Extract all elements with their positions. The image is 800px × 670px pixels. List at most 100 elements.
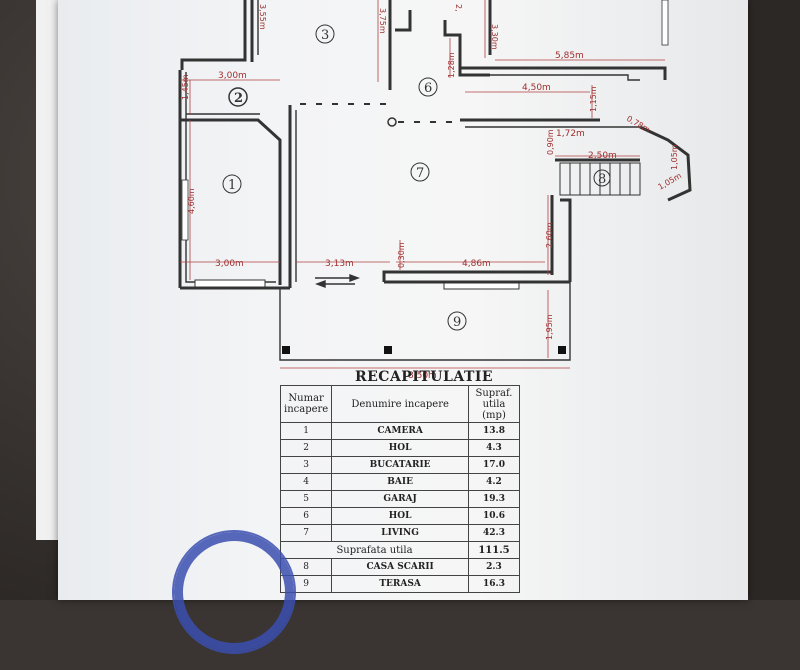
dim-1-15: 1,15m [589,86,598,112]
row-name: CAMERA [331,422,469,440]
room-numbers: 1 2 3 6 7 8 9 [222,24,611,331]
dim-2-50: 2,50m [588,151,617,161]
dim-1-05-a: 1,05m [670,144,679,170]
total-area: 111.5 [468,541,520,559]
table-row: 5 GARAJ 19.3 [279,490,520,508]
row-area: 10.6 [468,507,520,525]
row-num: 2 [279,439,333,457]
dim-1-05-b: 1,05m [657,171,684,192]
wall-terrace [279,282,571,361]
window-room1 [194,279,266,288]
room-9-circle [447,311,467,331]
row-area: 42.3 [468,524,520,542]
dimension-labels: 3,00m 1,45m 4,60m 3,00m 3,13m 0,30m 4,86… [181,4,683,381]
row-name: GARAJ [331,490,469,508]
row-area: 19.3 [468,490,520,508]
window-room1-side [181,179,189,241]
dim-4-50: 4,50m [522,83,551,93]
dim-4-86: 4,86m [462,259,491,269]
row-num: 7 [279,524,333,542]
table-row: 6 HOL 10.6 [279,507,520,525]
room-3-circle [315,24,335,44]
row-name: TERASA [331,575,469,593]
dim-3-55: 3,55m [258,4,267,30]
row-name: HOL [331,507,469,525]
dim-8-50: 8,50m [408,371,437,381]
dim-2-x: 2, [454,4,463,12]
room-3-number: 3 [321,28,329,43]
dim-3-75: 3,75m [378,8,387,34]
row-num: 4 [279,473,333,491]
table-row: 1 CAMERA 13.8 [279,422,520,440]
wall-stairs-right [560,198,572,282]
room-1-number: 1 [228,178,236,193]
room-8-number: 8 [598,172,606,187]
header-name: Denumire incapere [331,385,469,423]
row-name: BUCATARIE [331,456,469,474]
header-area: Supraf. utila (mp) [468,385,520,423]
room-2-number: 2 [234,91,243,106]
column-circle [387,117,397,127]
dim-1-28: 1,28m [447,52,456,78]
table-row: 8 CASA SCARII 2.3 [279,558,520,576]
table-row: 2 HOL 4.3 [279,439,520,457]
dim-1-45: 1,45m [181,74,190,100]
dim-3-00-bottom: 3,00m [215,259,244,269]
entry-arrows [315,273,360,289]
row-area: 13.8 [468,422,520,440]
row-num: 9 [279,575,333,593]
wall-room1-top [180,118,282,285]
row-name: BAIE [331,473,469,491]
table-row: 3 BUCATARIE 17.0 [279,456,520,474]
dimension-lines [180,0,665,369]
room-1-circle [222,174,242,194]
table-row: 4 BAIE 4.2 [279,473,520,491]
post-left [282,346,290,354]
dim-5-85: 5,85m [555,51,584,61]
row-area: 4.2 [468,473,520,491]
room-7-circle [410,162,430,182]
room-6-circle [418,77,438,97]
recap-table: Numar incapere Denumire incapere Supraf.… [279,385,520,593]
total-row: Suprafata utila 111.5 [280,541,520,559]
row-num: 6 [279,507,333,525]
row-num: 1 [279,422,333,440]
dim-0-30: 0,30m [397,242,406,268]
post-center [384,346,392,354]
room-9-number: 9 [453,315,461,330]
dim-1-72: 1,72m [556,129,585,139]
dim-1-95: 1,95m [545,314,554,340]
dim-3-13: 3,13m [325,259,354,269]
wall-top-left [180,0,247,70]
paper-edge [36,0,60,540]
header-num: Numar incapere [279,385,333,423]
row-area: 17.0 [468,456,520,474]
dim-3-00-top: 3,00m [218,71,247,81]
table-row: 7 LIVING 42.3 [279,524,520,542]
floor-plan-drawing: 3,00m 1,45m 4,60m 3,00m 3,13m 0,30m 4,86… [178,0,692,381]
dim-0-90: 0,90m [546,129,555,155]
dim-2-60: 2,60m [545,222,554,248]
wall-garage-bottom-inner [460,74,640,81]
room-8-circle [593,169,611,187]
row-area: 2.3 [468,558,520,576]
recap-title: RECAPITULATIE [355,369,494,385]
dim-3-30: 3,30m [490,24,499,50]
row-name: HOL [331,439,469,457]
dim-0-78: 0,78m [625,114,652,135]
post-right [558,346,566,354]
row-area: 16.3 [468,575,520,593]
row-name: CASA SCARII [331,558,469,576]
row-num: 3 [279,456,333,474]
row-num: 5 [279,490,333,508]
wall-bay [639,125,692,202]
dim-4-60: 4,60m [187,188,196,214]
plan-walls [178,0,692,361]
room-7-number: 7 [416,166,424,181]
table-row: 9 TERASA 16.3 [279,575,520,593]
window-room7 [443,282,520,290]
total-label: Suprafata utila [280,541,469,559]
stairs [559,162,641,196]
window-garage [661,0,669,46]
room-2-circle [228,87,248,107]
